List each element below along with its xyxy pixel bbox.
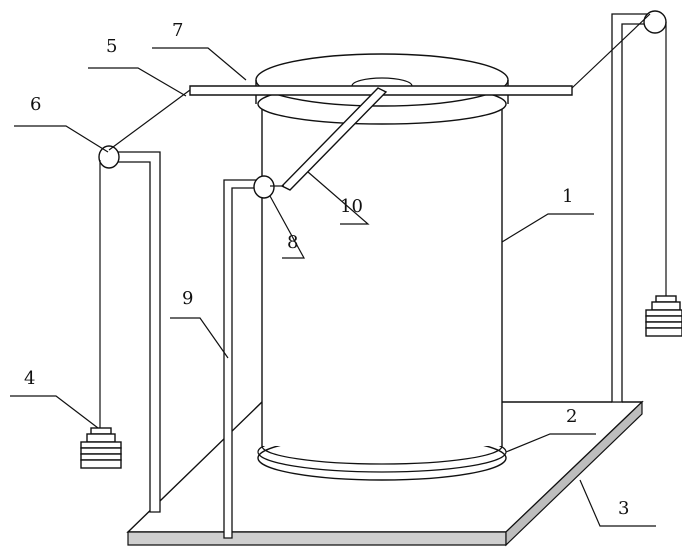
label-10: 10: [340, 196, 363, 217]
label-9: 9: [182, 288, 193, 309]
weight-right: [645, 295, 682, 337]
pulley-left: [98, 145, 120, 169]
label-3: 3: [618, 498, 629, 519]
leader-lines: [10, 47, 656, 527]
label-2: 2: [566, 406, 577, 427]
pulley-middle: [253, 175, 275, 199]
diagonal-arm: [280, 87, 388, 191]
label-4: 4: [24, 368, 35, 389]
pulley-right: [643, 10, 667, 34]
label-8: 8: [287, 232, 298, 253]
label-6: 6: [30, 94, 41, 115]
right-pole: [611, 13, 653, 403]
cylinder-body: [261, 104, 503, 446]
label-1: 1: [562, 186, 573, 207]
label-5: 5: [106, 36, 117, 57]
label-7: 7: [172, 20, 183, 41]
strings: [99, 13, 667, 428]
weight-left: [80, 427, 122, 469]
